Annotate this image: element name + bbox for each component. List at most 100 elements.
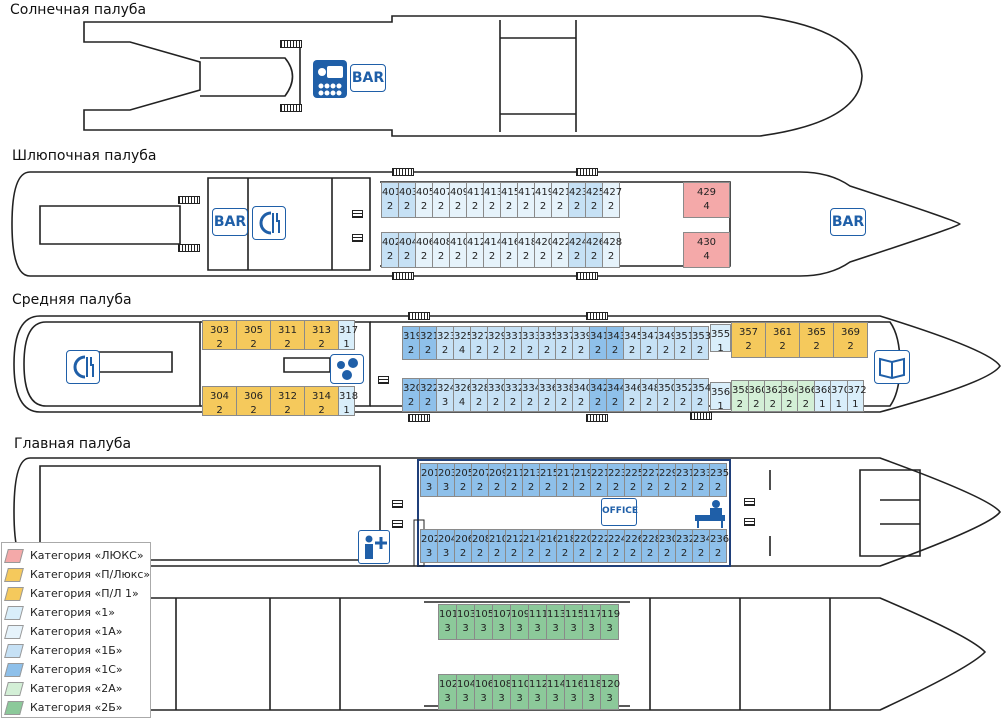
cabin-314[interactable]: 3142: [304, 386, 339, 416]
cabin-357[interactable]: 3572: [731, 322, 766, 358]
cabin-226[interactable]: 2262: [624, 529, 644, 563]
cabin-327[interactable]: 3272: [470, 326, 490, 360]
cabin-329[interactable]: 3292: [487, 326, 507, 360]
cabin-419[interactable]: 4192: [534, 182, 554, 218]
cabin-201[interactable]: 2013: [420, 463, 440, 497]
cabin-233[interactable]: 2332: [692, 463, 712, 497]
cabin-404[interactable]: 4042: [398, 232, 418, 268]
cabin-406[interactable]: 4062: [415, 232, 435, 268]
cabin-219[interactable]: 2192: [573, 463, 593, 497]
cabin-403[interactable]: 4032: [398, 182, 418, 218]
cabin-224[interactable]: 2242: [607, 529, 627, 563]
cabin-372[interactable]: 3721: [846, 380, 867, 412]
cabin-312[interactable]: 3122: [270, 386, 305, 416]
cabin-360[interactable]: 3602: [747, 380, 768, 412]
cabin-227[interactable]: 2272: [641, 463, 661, 497]
cabin-362[interactable]: 3622: [764, 380, 784, 412]
cabin-332[interactable]: 3322: [504, 378, 524, 412]
cabin-407[interactable]: 4072: [432, 182, 452, 218]
cabin-358[interactable]: 3582: [731, 380, 751, 412]
cabin-234[interactable]: 2342: [692, 529, 712, 563]
cabin-235[interactable]: 2352: [709, 463, 729, 497]
cabin-342[interactable]: 3422: [589, 378, 609, 412]
cabin-207[interactable]: 2072: [471, 463, 491, 497]
cabin-331[interactable]: 3312: [504, 326, 524, 360]
cabin-343[interactable]: 3432: [606, 326, 626, 360]
cabin-338[interactable]: 3382: [555, 378, 575, 412]
cabin-102[interactable]: 1023: [438, 674, 458, 710]
cabin-424[interactable]: 4242: [568, 232, 588, 268]
cabin-364[interactable]: 3642: [780, 380, 801, 412]
cabin-413[interactable]: 4132: [483, 182, 503, 218]
cabin-325[interactable]: 3254: [453, 326, 473, 360]
cabin-365[interactable]: 3652: [799, 322, 834, 358]
cabin-211[interactable]: 2112: [505, 463, 525, 497]
cabin-212[interactable]: 2122: [505, 529, 525, 563]
cabin-408[interactable]: 4082: [432, 232, 452, 268]
cabin-326[interactable]: 3264: [453, 378, 473, 412]
cabin-222[interactable]: 2222: [590, 529, 610, 563]
cabin-361[interactable]: 3612: [765, 322, 800, 358]
cabin-228[interactable]: 2282: [641, 529, 661, 563]
cabin-104[interactable]: 1043: [456, 674, 476, 710]
cabin-111[interactable]: 1113: [528, 604, 548, 640]
cabin-120[interactable]: 1203: [600, 674, 620, 710]
cabin-351[interactable]: 3512: [674, 326, 694, 360]
cabin-216[interactable]: 2162: [539, 529, 559, 563]
cabin-118[interactable]: 1183: [582, 674, 602, 710]
cabin-418[interactable]: 4182: [517, 232, 537, 268]
cabin-305[interactable]: 3052: [236, 320, 271, 350]
cabin-225[interactable]: 2252: [624, 463, 644, 497]
cabin-348[interactable]: 3482: [640, 378, 660, 412]
cabin-119[interactable]: 1193: [600, 604, 620, 640]
cabin-417[interactable]: 4172: [517, 182, 537, 218]
cabin-340[interactable]: 3402: [572, 378, 592, 412]
cabin-232[interactable]: 2322: [675, 529, 695, 563]
cabin-213[interactable]: 2132: [522, 463, 542, 497]
cabin-317[interactable]: 3171: [338, 320, 358, 350]
cabin-320[interactable]: 3202: [402, 378, 422, 412]
cabin-106[interactable]: 1063: [474, 674, 494, 710]
cabin-114[interactable]: 1143: [546, 674, 566, 710]
cabin-334[interactable]: 3342: [521, 378, 541, 412]
cabin-328[interactable]: 3282: [470, 378, 490, 412]
cabin-220[interactable]: 2202: [573, 529, 593, 563]
cabin-425[interactable]: 4252: [585, 182, 605, 218]
cabin-321[interactable]: 3212: [419, 326, 439, 360]
cabin-370[interactable]: 3701: [830, 380, 850, 412]
cabin-210[interactable]: 2102: [488, 529, 508, 563]
cabin-221[interactable]: 2212: [590, 463, 610, 497]
cabin-423[interactable]: 4232: [568, 182, 588, 218]
cabin-401[interactable]: 4012: [381, 182, 401, 218]
cabin-218[interactable]: 2182: [556, 529, 576, 563]
cabin-345[interactable]: 3452: [623, 326, 643, 360]
cabin-202[interactable]: 2023: [420, 529, 440, 563]
cabin-352[interactable]: 3522: [674, 378, 694, 412]
cabin-336[interactable]: 3362: [538, 378, 558, 412]
cabin-105[interactable]: 1053: [474, 604, 494, 640]
cabin-402[interactable]: 4022: [381, 232, 401, 268]
cabin-368[interactable]: 3681: [813, 380, 834, 412]
cabin-426[interactable]: 4262: [585, 232, 605, 268]
cabin-349[interactable]: 3492: [657, 326, 677, 360]
cabin-430[interactable]: 4304: [683, 232, 730, 268]
cabin-115[interactable]: 1153: [564, 604, 584, 640]
cabin-337[interactable]: 3372: [555, 326, 575, 360]
cabin-335[interactable]: 3352: [538, 326, 558, 360]
cabin-117[interactable]: 1173: [582, 604, 602, 640]
cabin-223[interactable]: 2232: [607, 463, 627, 497]
cabin-422[interactable]: 4222: [551, 232, 571, 268]
cabin-366[interactable]: 3662: [797, 380, 817, 412]
cabin-369[interactable]: 3692: [833, 322, 868, 358]
cabin-421[interactable]: 4212: [551, 182, 571, 218]
cabin-355[interactable]: 3551: [710, 324, 731, 354]
cabin-303[interactable]: 3032: [202, 320, 237, 350]
cabin-110[interactable]: 1103: [510, 674, 530, 710]
cabin-412[interactable]: 4122: [466, 232, 486, 268]
cabin-319[interactable]: 3192: [402, 326, 422, 360]
cabin-109[interactable]: 1093: [510, 604, 530, 640]
cabin-203[interactable]: 2033: [437, 463, 457, 497]
cabin-205[interactable]: 2052: [454, 463, 474, 497]
cabin-313[interactable]: 3132: [304, 320, 339, 350]
cabin-217[interactable]: 2172: [556, 463, 576, 497]
